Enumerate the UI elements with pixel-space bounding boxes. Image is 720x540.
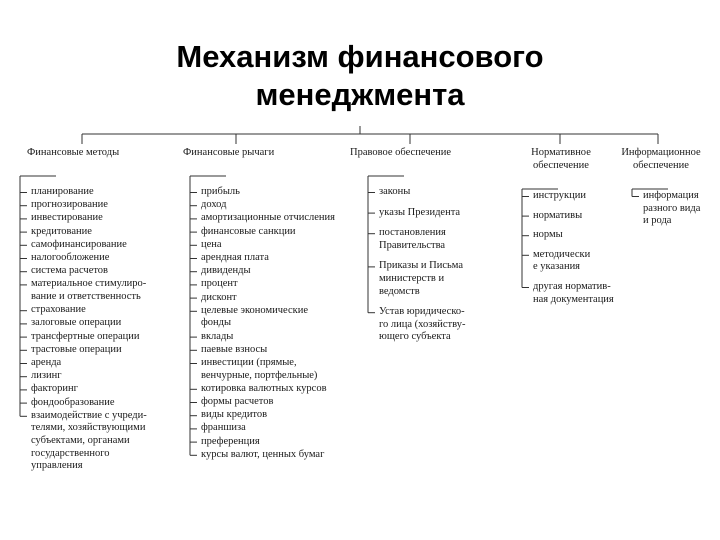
list-item: Устав юридическо- го лица (хозяйству- ющ… (379, 306, 466, 343)
list-item: материальное стимулиро- вание и ответств… (31, 278, 147, 302)
list-item: кредитование (31, 225, 92, 237)
list-item: инструкции (533, 190, 586, 201)
list-item: указы Президента (379, 206, 461, 218)
list-item: инвестиции (прямые, венчурные, портфельн… (201, 357, 318, 381)
list-item: трастовые операции (31, 343, 122, 355)
list-item: аренда (31, 357, 62, 368)
list-item: доход (201, 199, 227, 211)
list-item: цена (201, 238, 222, 250)
list-item: инвестирование (31, 212, 103, 224)
list-item: паевые взносы (201, 343, 268, 355)
list-item: система расчетов (31, 265, 109, 277)
list-item: планирование (31, 186, 94, 197)
list-item: котировка валютных курсов (201, 382, 327, 394)
list-item: франшиза (201, 422, 246, 434)
list-item: дисконт (201, 291, 237, 303)
list-item: дивиденды (201, 265, 251, 277)
list-item: преференция (201, 435, 260, 447)
list-item: фондообразование (31, 396, 115, 408)
list-item: информация разного вида и рода (643, 190, 701, 227)
list-item: налогообложение (31, 252, 110, 263)
list-item: страхование (31, 304, 86, 316)
list-item: амортизационные отчисления (201, 212, 335, 224)
column-header: Информационное обеспечение (621, 147, 701, 171)
list-item: нормативы (533, 209, 583, 221)
list-item: факторинг (31, 383, 78, 395)
list-item: постановления Правительства (379, 227, 446, 251)
list-item: процент (201, 278, 238, 290)
list-item: виды кредитов (201, 409, 268, 421)
list-item: Приказы и Письма министерств и ведомств (379, 260, 464, 297)
column-header: Финансовые методы (27, 147, 120, 158)
list-item: залоговые операции (31, 317, 122, 329)
list-item: нормы (533, 229, 563, 241)
list-item: трансфертные операции (31, 330, 140, 342)
page-title: Механизм финансового менеджмента (176, 39, 544, 112)
list-item: другая норматив- ная документация (533, 281, 614, 305)
column-header: Финансовые рычаги (183, 147, 275, 158)
list-item: законы (379, 186, 411, 197)
list-item: прибыль (201, 186, 240, 197)
list-item: взаимодействие с учреди- телями, хозяйст… (31, 409, 147, 472)
list-item: лизинг (31, 370, 62, 382)
list-item: формы расчетов (201, 396, 274, 407)
list-item: методически е указания (533, 248, 591, 273)
list-item: самофинансирование (31, 238, 127, 250)
column-header: Нормативное обеспечение (531, 147, 591, 171)
list-item: финансовые санкции (201, 225, 296, 237)
list-item: арендная плата (201, 252, 269, 263)
list-item: вклады (201, 330, 234, 342)
list-item: прогнозирование (31, 199, 108, 211)
list-item: целевые экономические фонды (201, 304, 308, 329)
list-item: курсы валют, ценных бумаг (201, 448, 325, 460)
column-header: Правовое обеспечение (350, 147, 452, 158)
